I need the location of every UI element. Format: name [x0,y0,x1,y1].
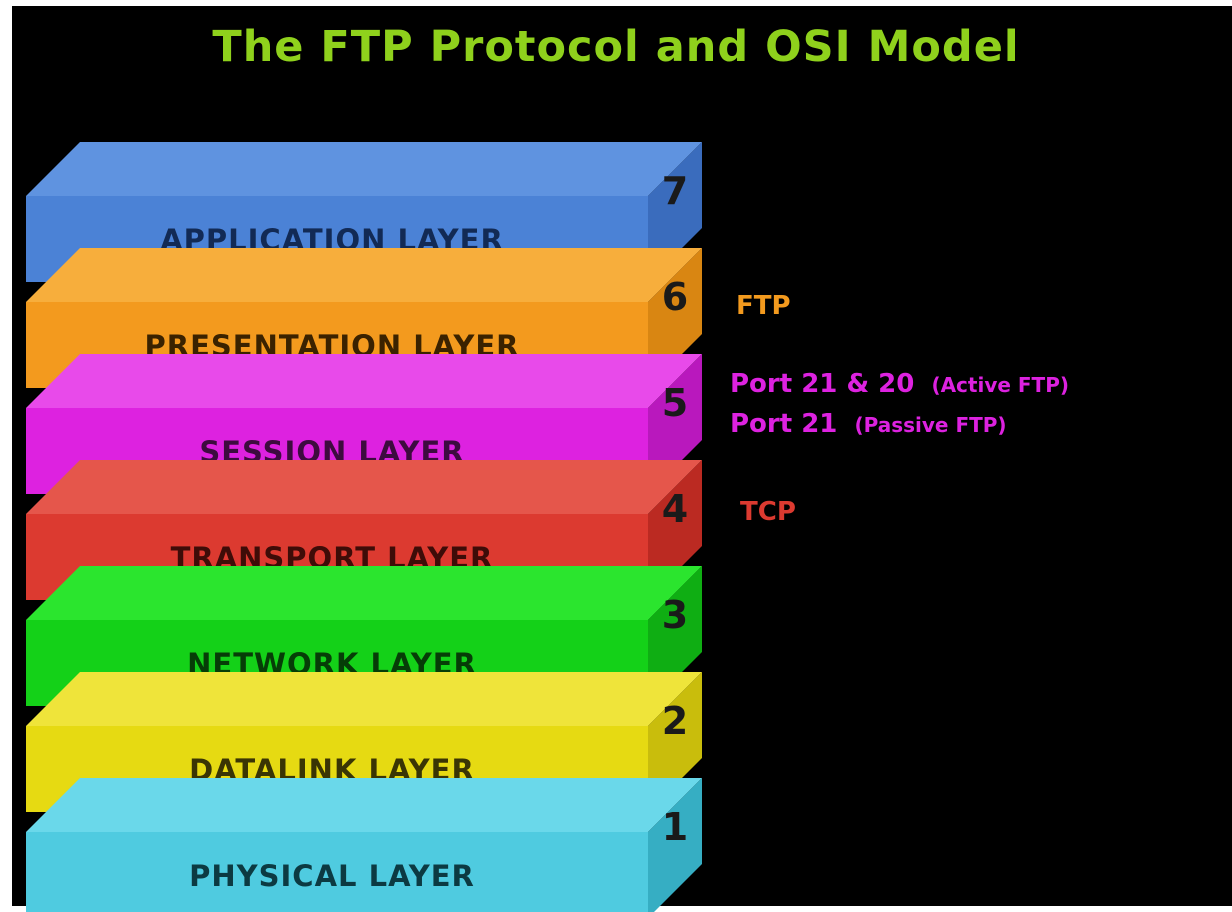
layer-datalink-side-face [648,672,702,812]
diagram-title: The FTP Protocol and OSI Model [212,22,1020,72]
layer-physical-number: 1 [662,805,688,849]
annotation-active-ftp-paren: (Active FTP) [931,373,1069,397]
layer-session-number: 5 [662,381,688,425]
layer-physical-label: PHYSICAL LAYER [189,859,475,893]
annotation-active-ftp-port: Port 21 & 20 (Active FTP) [730,369,1069,399]
layer-transport-side-face [648,460,702,600]
layer-physical-front-face [26,832,648,912]
annotation-passive-ftp-main: Port 21 [730,409,837,439]
layer-application-top-face [26,142,702,196]
annotation-passive-ftp-port: Port 21 (Passive FTP) [730,409,1007,439]
layer-presentation-side-face [648,248,702,388]
layer-application-number: 7 [662,169,688,213]
layer-physical: PHYSICAL LAYER 1 [26,778,702,912]
layer-physical-side-face [648,778,702,912]
annotation-active-ftp-main: Port 21 & 20 [730,369,914,399]
layer-transport-top-face [26,460,702,514]
layer-presentation-top-face [26,248,702,302]
layer-transport-number: 4 [662,487,688,531]
layer-application-side-face [648,142,702,282]
layer-datalink-number: 2 [662,699,688,743]
annotation-ftp: FTP [736,291,791,321]
layer-network-number: 3 [662,593,688,637]
annotation-passive-ftp-paren: (Passive FTP) [854,413,1006,437]
layer-session-top-face [26,354,702,408]
layer-physical-top-face [26,778,702,832]
layer-network-side-face [648,566,702,706]
layer-presentation-number: 6 [662,275,688,319]
layer-network-top-face [26,566,702,620]
annotation-tcp: TCP [740,497,796,527]
layer-datalink-top-face [26,672,702,726]
layer-session-side-face [648,354,702,494]
annotations: FTP Port 21 & 20 (Active FTP) Port 21 (P… [730,291,1069,527]
